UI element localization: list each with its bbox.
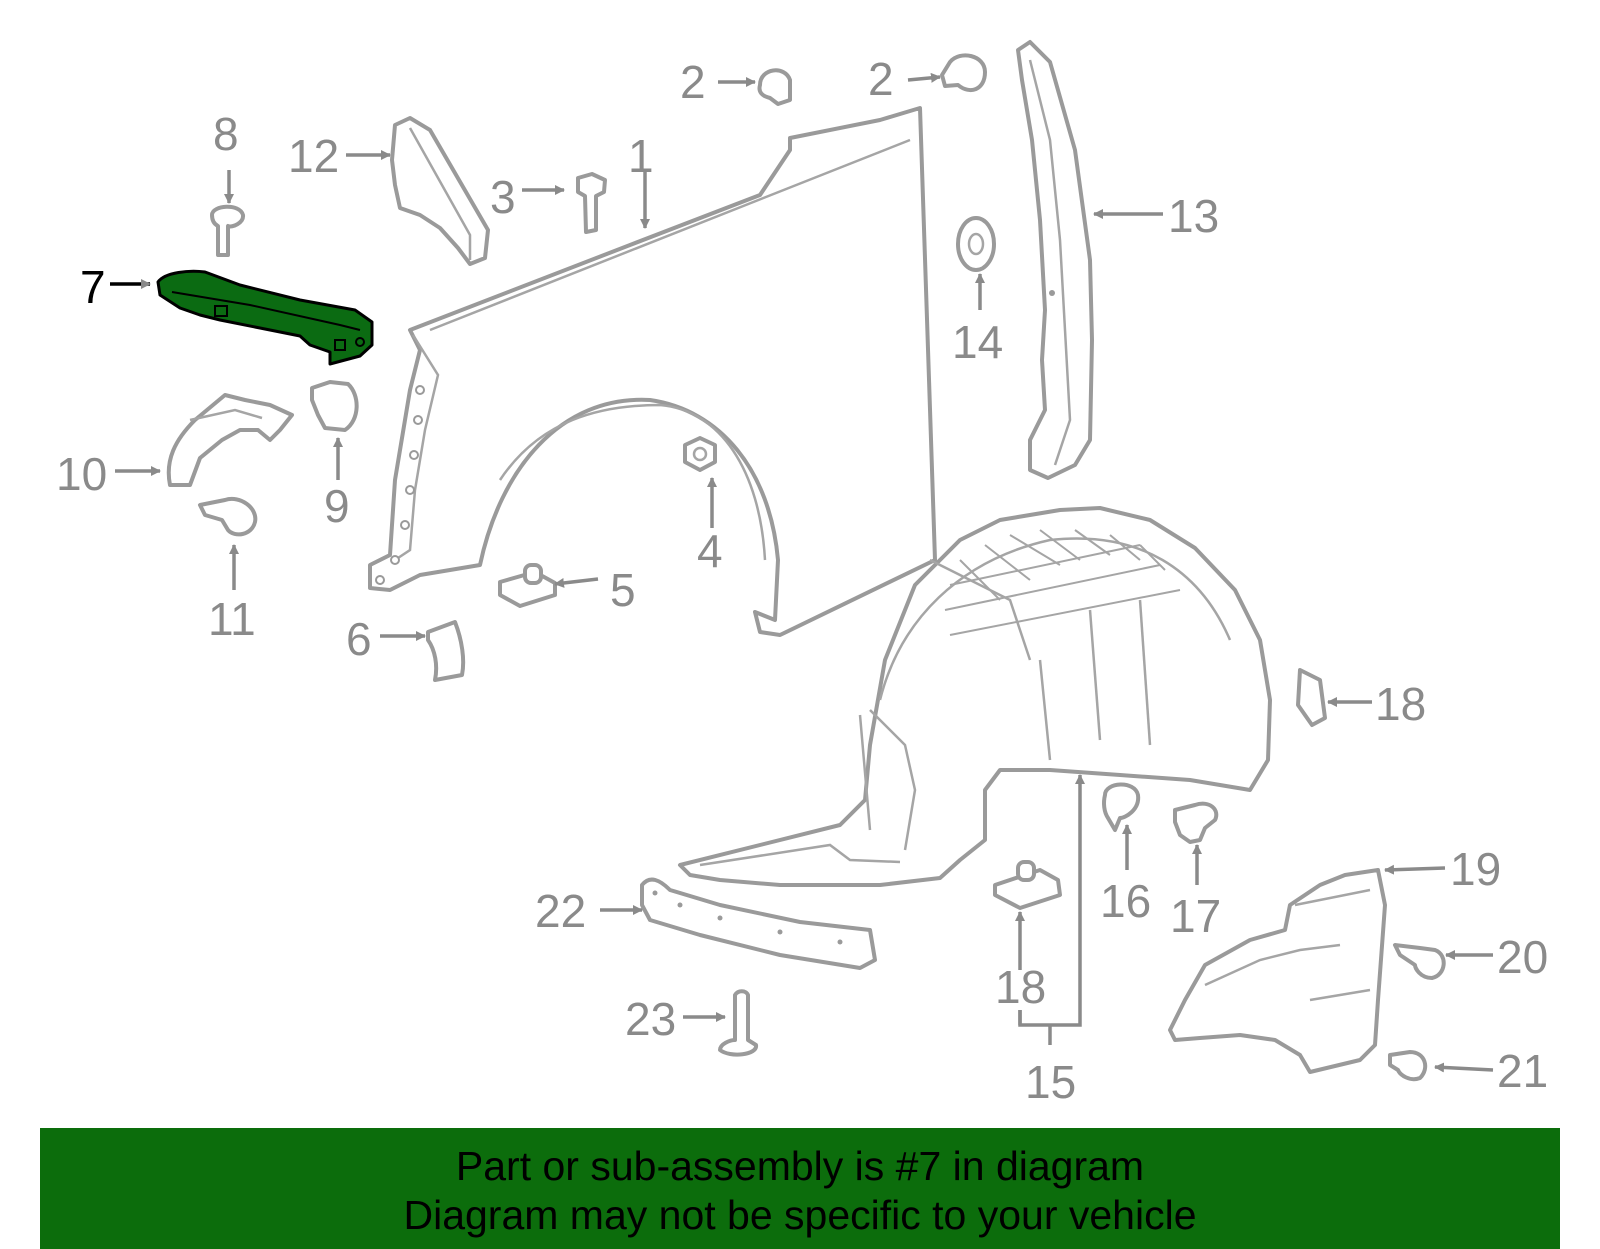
callout-17: 17 <box>1170 890 1221 942</box>
callout-15: 15 <box>1025 1056 1076 1108</box>
bolt-3 <box>576 172 607 234</box>
callout-1: 1 <box>628 130 654 182</box>
callout-labels: 1 2 2 3 4 5 6 7 8 9 10 11 12 13 14 15 16… <box>56 53 1548 1108</box>
strip-13 <box>1016 40 1094 480</box>
seal-6 <box>426 620 466 682</box>
callout-20: 20 <box>1497 931 1548 983</box>
clip-18a <box>1296 668 1327 727</box>
callout-11: 11 <box>208 593 256 645</box>
clip-2a <box>757 68 792 106</box>
callout-4: 4 <box>697 525 723 577</box>
callout-23: 23 <box>625 993 676 1045</box>
callout-7: 7 <box>80 261 106 313</box>
clip-2b <box>940 53 987 93</box>
callout-22: 22 <box>535 885 586 937</box>
clip-20 <box>1393 943 1446 980</box>
callout-19: 19 <box>1450 843 1501 895</box>
bolt-11 <box>198 496 258 537</box>
callout-8: 8 <box>213 108 239 160</box>
callout-16: 16 <box>1100 875 1151 927</box>
shield-19 <box>1168 868 1387 1074</box>
clip-21 <box>1388 1050 1428 1082</box>
banner-line-1: Part or sub-assembly is #7 in diagram <box>455 1143 1145 1189</box>
bracket-10 <box>166 393 294 487</box>
bracket-12 <box>390 116 490 266</box>
bolt-8 <box>210 204 245 257</box>
callout-6: 6 <box>346 613 372 665</box>
liner-15 <box>678 506 1272 887</box>
clip-18b <box>993 860 1062 910</box>
callout-3: 3 <box>490 171 516 223</box>
clip-nut-5 <box>498 563 557 608</box>
callout-21: 21 <box>1497 1045 1548 1097</box>
callout-2b: 2 <box>868 53 894 105</box>
callout-5: 5 <box>610 564 636 616</box>
callout-12: 12 <box>288 130 339 182</box>
callout-18a: 18 <box>1375 678 1426 730</box>
nut-4 <box>683 436 717 472</box>
callout-2a: 2 <box>680 56 706 108</box>
clip-16 <box>1102 782 1141 832</box>
bolt-23 <box>718 989 758 1057</box>
clip-17 <box>1173 801 1219 844</box>
nut-9 <box>310 380 359 432</box>
banner-line-2: Diagram may not be specific to your vehi… <box>403 1192 1197 1238</box>
bracket-7-highlighted <box>156 269 374 366</box>
fender-part <box>368 106 937 637</box>
callout-18b: 18 <box>995 961 1046 1013</box>
grommet-14 <box>956 216 996 272</box>
strip-22 <box>640 877 877 970</box>
callout-14: 14 <box>952 316 1003 368</box>
callout-9: 9 <box>324 480 350 532</box>
callout-13: 13 <box>1168 190 1219 242</box>
leader-arrows <box>110 72 1494 1073</box>
info-banner: Part or sub-assembly is #7 in diagram Di… <box>40 1128 1560 1249</box>
callout-10: 10 <box>56 448 107 500</box>
